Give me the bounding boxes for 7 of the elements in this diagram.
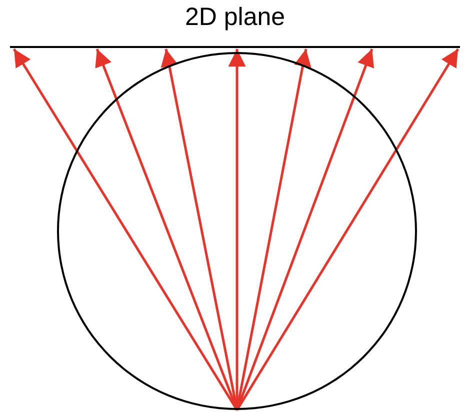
arrow <box>160 48 238 410</box>
arrow <box>236 48 460 411</box>
circle <box>57 52 417 410</box>
arrow <box>236 48 374 410</box>
arrow <box>95 48 238 410</box>
plane-label: 2D plane <box>184 2 286 32</box>
arrow <box>236 48 312 410</box>
